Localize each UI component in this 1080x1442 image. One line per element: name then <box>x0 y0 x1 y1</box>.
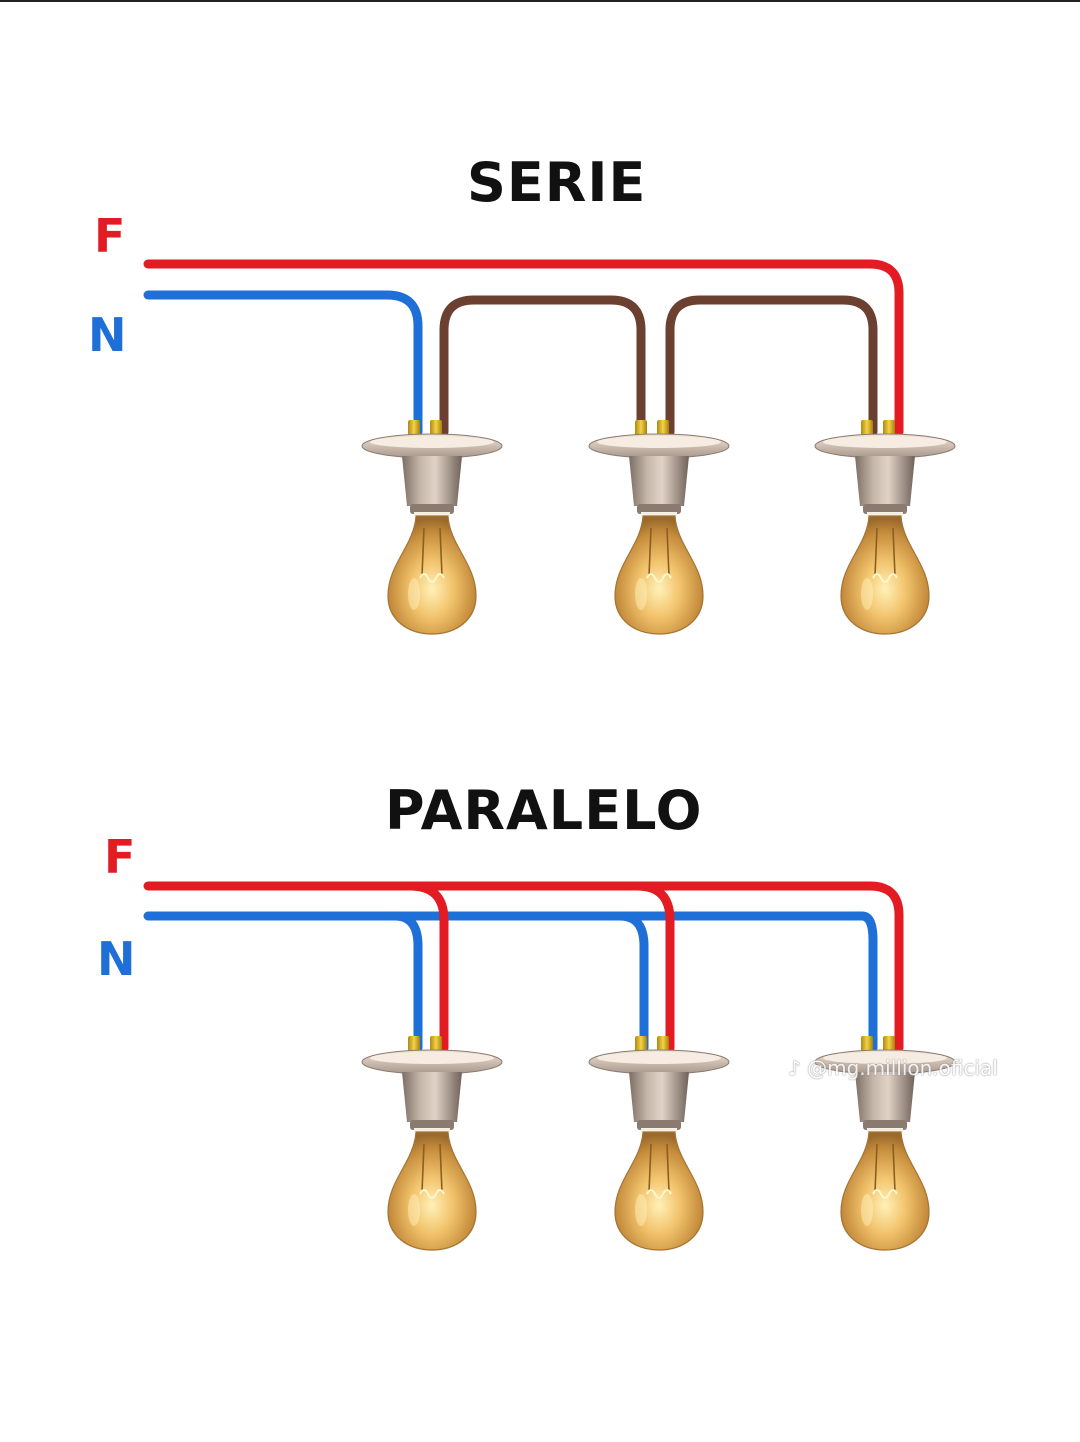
lamp-socket-icon <box>588 1049 730 1132</box>
lamp-socket-icon <box>361 1049 503 1132</box>
series-neutral-label: N <box>88 308 127 362</box>
parallel-lamp-1 <box>361 1036 503 1251</box>
parallel-neutral-main-wire <box>143 911 878 1053</box>
lamp-socket-icon <box>361 433 503 516</box>
lamp-socket-icon <box>814 1049 956 1132</box>
parallel-neutral-branch-2 <box>615 911 649 1053</box>
parallel-neutral-label: N <box>97 932 136 986</box>
series-bridge-wire-2 <box>665 295 878 437</box>
light-bulb-icon <box>614 1131 704 1251</box>
light-bulb-icon <box>614 515 704 635</box>
series-bridge-wire-1 <box>439 295 646 437</box>
parallel-lamp-2 <box>588 1036 730 1251</box>
light-bulb-icon <box>840 515 930 635</box>
parallel-phase-branch-2 <box>632 881 675 1053</box>
lamps-layer <box>361 420 956 1251</box>
parallel-lamp-3 <box>814 1036 956 1251</box>
top-border <box>0 0 1080 2</box>
series-lamp-2 <box>588 420 730 635</box>
watermark: ♪ @mg.million.oficial <box>788 1056 998 1080</box>
lamp-socket-icon <box>814 433 956 516</box>
lamp-socket-icon <box>588 433 730 516</box>
series-lamp-3 <box>814 420 956 635</box>
wires-layer <box>143 259 904 1053</box>
parallel-phase-main-wire <box>143 881 904 1053</box>
parallel-phase-branch-1 <box>405 881 449 1053</box>
parallel-title: PARALELO <box>385 779 703 842</box>
light-bulb-icon <box>387 515 477 635</box>
tiktok-logo-icon: ♪ <box>788 1056 801 1080</box>
series-lamp-1 <box>361 420 503 635</box>
parallel-phase-label: F <box>104 830 136 884</box>
series-phase-wire <box>143 259 904 437</box>
parallel-neutral-branch-1 <box>390 911 423 1053</box>
light-bulb-icon <box>840 1131 930 1251</box>
series-neutral-wire <box>143 290 423 437</box>
light-bulb-icon <box>387 1131 477 1251</box>
watermark-text: @mg.million.oficial <box>807 1056 998 1080</box>
series-title: SERIE <box>467 151 647 214</box>
series-phase-label: F <box>94 209 126 263</box>
